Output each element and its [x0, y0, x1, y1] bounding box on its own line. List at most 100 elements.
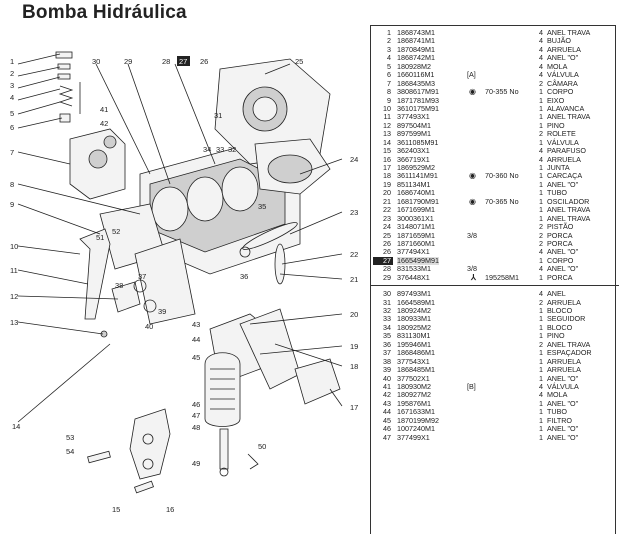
eye-icon: ◉	[469, 171, 476, 181]
callout-44: 44	[192, 335, 200, 344]
callout-7: 7	[10, 148, 14, 157]
valve-block-drawing	[214, 58, 331, 195]
callout-4: 4	[10, 93, 14, 102]
chamber-drawing	[55, 51, 126, 200]
callout-47: 47	[192, 411, 200, 420]
callout-29: 29	[124, 57, 132, 66]
callout-38: 38	[115, 281, 123, 290]
callout-46: 46	[192, 400, 200, 409]
callout-19: 19	[350, 342, 358, 351]
callout-51: 51	[96, 233, 104, 242]
callout-40: 40	[145, 322, 153, 331]
callout-49: 49	[192, 459, 200, 468]
callout-6: 6	[10, 123, 14, 132]
callout-36: 36	[240, 272, 248, 281]
callout-20: 20	[350, 310, 358, 319]
callout-15: 15	[112, 505, 120, 514]
callout-31: 31	[214, 111, 222, 120]
callout-10: 10	[10, 242, 18, 251]
callout-30: 30	[92, 57, 100, 66]
eye-icon: ◉	[469, 196, 476, 206]
note-a: [A]	[467, 70, 476, 80]
callout-13: 13	[10, 318, 18, 327]
callout-9: 9	[10, 200, 14, 209]
callout-12: 12	[10, 292, 18, 301]
callout-17: 17	[350, 403, 358, 412]
page-title: Bomba Hidráulica	[22, 2, 187, 23]
callout-28: 28	[162, 57, 170, 66]
callout-48: 48	[192, 423, 200, 432]
fork-icon: ⅄	[471, 272, 476, 282]
callout-5: 5	[10, 109, 14, 118]
callout-33: 33	[216, 145, 224, 154]
callout-24: 24	[350, 155, 358, 164]
callout-labels: 1 2 3 4 5 6 7 8 9 10 11 12 13 14 15 16 1…	[10, 56, 358, 514]
callout-54: 54	[66, 447, 74, 456]
callout-14: 14	[12, 422, 20, 431]
leader-lines	[17, 53, 343, 423]
callout-52: 52	[112, 227, 120, 236]
section-divider	[371, 285, 619, 287]
exploded-view-drawing: 1 2 3 4 5 6 7 8 9 10 11 12 13 14 15 16 1…	[10, 51, 358, 514]
callout-3: 3	[10, 81, 14, 90]
lever-drawing	[79, 228, 111, 320]
note-b: [B]	[467, 381, 476, 391]
callout-23: 23	[350, 208, 358, 217]
callout-26: 26	[200, 57, 208, 66]
callout-45: 45	[192, 353, 200, 362]
callout-53: 53	[66, 433, 74, 442]
callout-43: 43	[192, 320, 200, 329]
callout-32: 32	[228, 145, 236, 154]
callout-22: 22	[350, 250, 358, 259]
callout-50: 50	[258, 442, 266, 451]
callout-1: 1	[10, 57, 14, 66]
callout-42: 42	[100, 119, 108, 128]
callout-21: 21	[350, 275, 358, 284]
callout-35: 35	[258, 202, 266, 211]
eye-icon: ◉	[469, 87, 476, 97]
